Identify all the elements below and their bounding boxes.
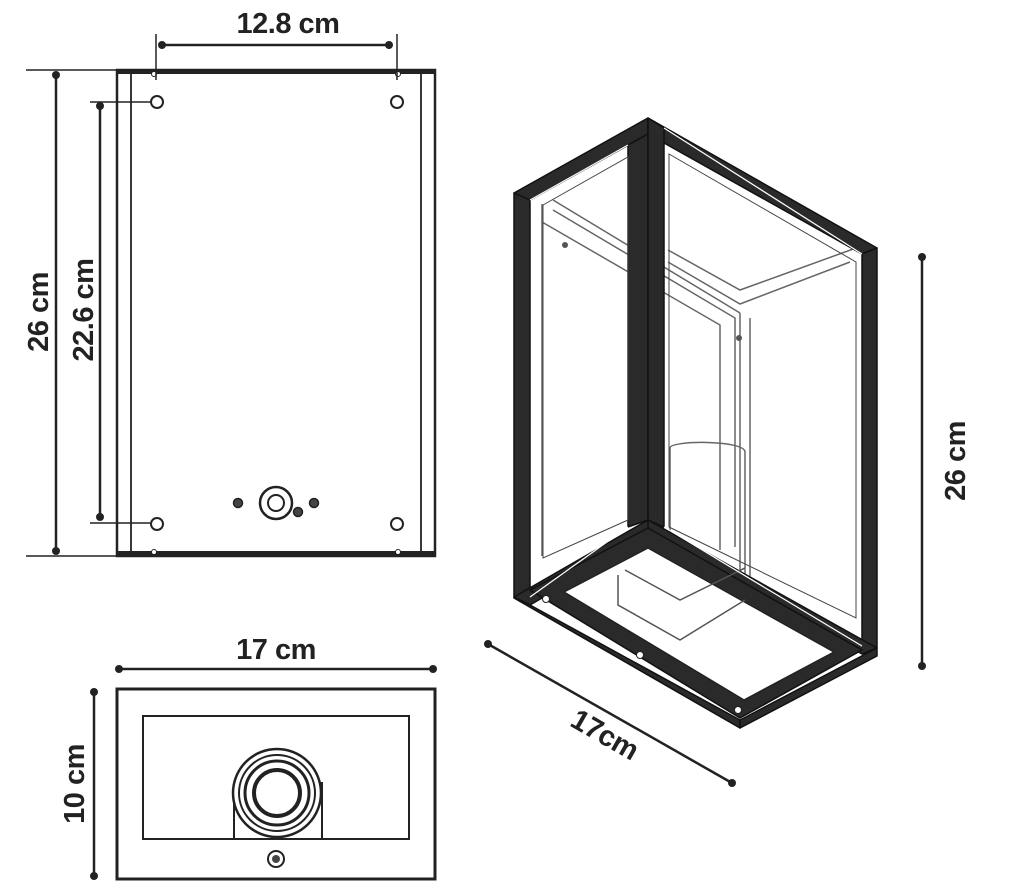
label-bottom-depth: 10 cm [59,744,91,824]
bottom-screw [267,850,285,868]
isometric-view: 26 cm 17cm [484,117,972,787]
mounting-hole [150,95,164,109]
dimension-top-width: 12.8 cm [155,8,398,80]
bottom-view: 17 cm 10 cm [59,634,437,881]
dimension-total-height: 26 cm [23,69,117,557]
mounting-hole [390,517,404,531]
label-hole-spacing: 22.6 cm [68,259,100,362]
label-iso-height: 26 cm [940,421,972,501]
dimension-bottom-depth: 10 cm [59,688,98,880]
mounting-hole [390,95,404,109]
bottom-outline [115,687,437,881]
base-opening [562,547,836,701]
back-view: 12.8 cm 26 cm 22.6 cm [23,8,437,558]
label-iso-width: 17cm [565,703,644,767]
back-plate [115,68,437,558]
dimension-bottom-width: 17 cm [115,634,437,673]
cable-entry [258,485,294,521]
dimension-hole-spacing: 22.6 cm [68,101,150,524]
label-top-width: 12.8 cm [237,8,340,40]
label-bottom-width: 17 cm [236,634,316,666]
dimension-iso-height: 26 cm [918,253,972,670]
mounting-hole [150,517,164,531]
label-total-height: 26 cm [23,272,55,352]
